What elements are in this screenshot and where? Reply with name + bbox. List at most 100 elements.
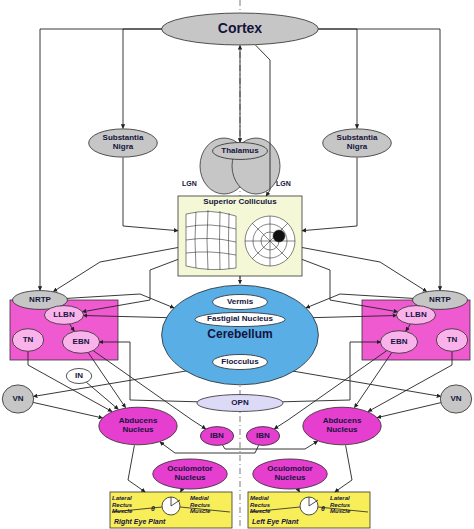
text-holder: Vermis <box>212 294 268 310</box>
nucleus-ellipse: VN <box>440 384 472 414</box>
nucleus-shape <box>99 407 177 445</box>
text-holder: EBN <box>62 330 100 354</box>
nucleus-shape <box>213 143 268 160</box>
part-label: Medial Rectus Muscle <box>190 495 230 515</box>
node-label: IBN <box>256 432 270 441</box>
part-label: LGN <box>182 180 204 188</box>
nucleus-shape <box>440 385 471 413</box>
pathway-line <box>67 294 174 308</box>
pathway-line <box>123 29 162 128</box>
pathway-line <box>53 248 178 292</box>
eye-plant-panel <box>248 492 370 528</box>
nucleus-ellipse: Flocculus <box>212 354 268 370</box>
node-label: Cortex <box>218 21 262 36</box>
nucleus-shape <box>253 459 327 489</box>
nucleus-ellipse: Cortex <box>160 12 320 46</box>
polar-grid <box>245 216 295 266</box>
text-holder: Fastigial Nucleus <box>194 312 286 327</box>
pathway-line <box>240 46 241 143</box>
node-label: Oculomotor Nucleus <box>258 465 322 483</box>
text-holder: Substantia Nigra <box>88 128 158 158</box>
node-label: Substantia Nigra <box>328 134 386 152</box>
node-label: Right Eye Plant <box>114 518 165 526</box>
text-holder: Substantia Nigra <box>322 128 392 158</box>
pathway-line <box>318 29 357 128</box>
nucleus-shape <box>153 459 227 489</box>
pathway-line <box>302 248 427 292</box>
pathway-line <box>82 259 178 311</box>
text-holder: LLBN <box>44 305 84 325</box>
pathway-line <box>406 324 410 331</box>
text-holder: TN <box>12 328 44 352</box>
node-label: VN <box>450 395 461 404</box>
nucleus-shape <box>303 407 381 445</box>
pathway-line <box>318 29 440 290</box>
node-label: Thalamus <box>221 147 258 156</box>
node-label: Superior Colliculus <box>203 198 276 207</box>
nucleus-ellipse: Abducens Nucleus <box>98 406 178 446</box>
pathway-line <box>86 382 118 409</box>
node-label: IN <box>75 372 83 381</box>
nucleus-ellipse: VN <box>2 384 34 414</box>
pathway-line <box>128 445 145 492</box>
nucleus-ellipse: Vermis <box>212 294 268 310</box>
node-label: Flocculus <box>221 358 258 367</box>
text-holder: IBN <box>246 426 280 446</box>
nucleus-ellipse: EBN <box>380 330 418 354</box>
node-label: EBN <box>391 338 408 347</box>
colliculus-panel <box>178 196 302 276</box>
nucleus-shape <box>436 329 467 352</box>
nucleus-shape <box>213 354 268 369</box>
burst-region <box>362 300 470 360</box>
pathway-line <box>302 259 398 311</box>
nucleus-shape <box>89 129 158 157</box>
nucleus-ellipse: EBN <box>62 330 100 354</box>
nucleus-ellipse: OPN <box>196 394 284 412</box>
nucleus-shape <box>213 294 268 309</box>
text-holder: Thalamus <box>212 142 268 160</box>
nucleus-ellipse: LLBN <box>44 305 84 325</box>
text-holder: Flocculus <box>212 354 268 370</box>
nucleus-ellipse: Fastigial Nucleus <box>194 312 286 327</box>
text-holder: TN <box>436 328 468 352</box>
node-label: LLBN <box>53 311 74 320</box>
part-label: Lateral Rectus Muscle <box>330 495 368 515</box>
node-label: Left Eye Plant <box>252 518 298 526</box>
nucleus-shape <box>323 129 392 157</box>
pathway-line <box>181 489 183 492</box>
text-holder: IN <box>66 368 92 384</box>
text-holder: VN <box>440 384 472 414</box>
nucleus-ellipse: IN <box>66 368 92 384</box>
node-label: VN <box>12 395 23 404</box>
pathway-line <box>335 445 352 492</box>
pathway-line <box>28 352 112 412</box>
burst-region <box>10 300 118 360</box>
pathway-line <box>306 294 413 308</box>
nucleus-shape <box>195 312 285 326</box>
node-label: NRTP <box>29 296 51 305</box>
text-holder: Oculomotor Nucleus <box>252 458 328 490</box>
nucleus-shape <box>162 285 319 385</box>
pathway-line <box>377 403 441 418</box>
retinotopic-grid <box>186 210 236 270</box>
node-label: Cerebellum <box>207 328 272 341</box>
nucleus-ellipse: TN <box>436 328 468 352</box>
part-label: LGN <box>276 180 298 188</box>
text-holder: Oculomotor Nucleus <box>152 458 228 490</box>
nucleus-ellipse: Oculomotor Nucleus <box>252 458 328 490</box>
nucleus-ellipse: Substantia Nigra <box>88 128 158 158</box>
node-label: Oculomotor Nucleus <box>158 465 222 483</box>
node-label: IBN <box>210 432 224 441</box>
node-label: EBN <box>73 338 90 347</box>
part-label: θ <box>151 505 159 513</box>
nucleus-ellipse: TN <box>12 328 44 352</box>
node-label: Vermis <box>227 298 253 307</box>
node-label: Substantia Nigra <box>94 134 152 152</box>
nucleus-shape <box>44 306 83 325</box>
nucleus-ellipse: LLBN <box>396 305 436 325</box>
text-holder: IBN <box>200 426 234 446</box>
text-holder: Abducens Nucleus <box>302 406 382 446</box>
node-label: NRTP <box>429 296 451 305</box>
